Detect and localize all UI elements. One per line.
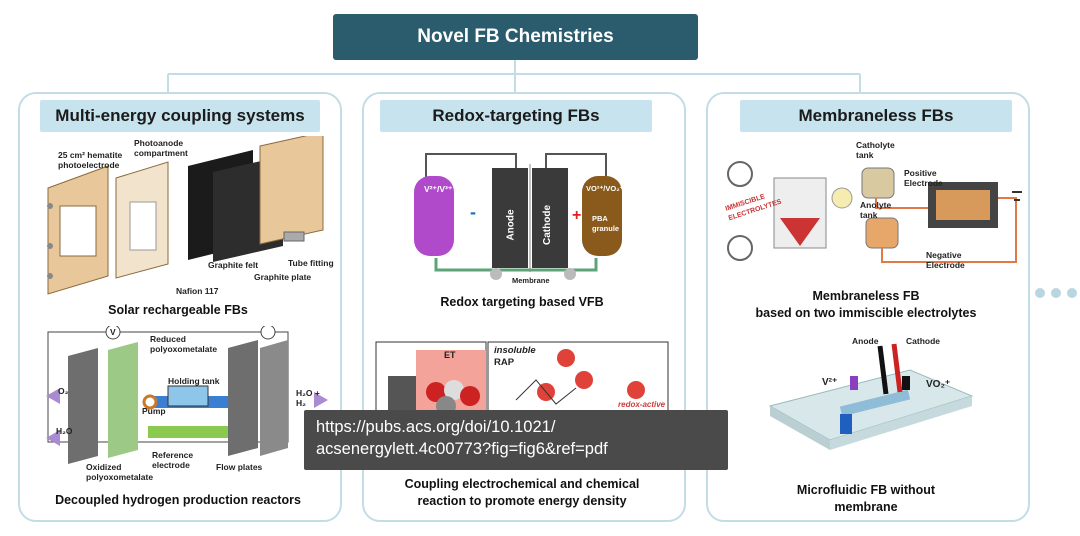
caption-microfluidic-1: Microfluidic FB without — [796, 483, 936, 497]
label-hematite: 25 cm² hematite photoelectrode — [58, 150, 123, 170]
label-v2-micro: V²⁺ — [822, 377, 838, 388]
label-vo2: VO²⁺/VO₂⁺ — [586, 184, 624, 193]
label-nafion: Nafion 117 — [176, 286, 219, 296]
label-insoluble: insoluble — [494, 345, 536, 356]
caption-coupling-2: reaction to promote energy density — [417, 494, 627, 508]
label-h2o-left: H₂O — [56, 426, 73, 436]
caption-redox-vfb: Redox targeting based VFB — [440, 295, 604, 309]
label-vo2-micro: VO₂⁺ — [926, 379, 951, 390]
caption-microfluidic-2: membrane — [834, 500, 898, 514]
label-rap: RAP — [494, 357, 515, 368]
label-cathode-micro: Cathode — [906, 336, 940, 346]
label-reference-electrode: Reference electrode — [152, 450, 194, 470]
label-anode-vfb: Anode — [505, 209, 517, 241]
label-cathode-vfb: Cathode — [542, 205, 553, 245]
url-tooltip: https://pubs.acs.org/doi/10.1021/ acsene… — [304, 410, 728, 470]
panel-heading-membraneless: Membraneless FBs — [740, 100, 1012, 132]
panel-membraneless — [706, 92, 1030, 522]
caption-hydrogen-reactors: Decoupled hydrogen production reactors — [55, 493, 301, 507]
svg-text:-: - — [470, 202, 476, 222]
main-title: Novel FB Chemistries — [333, 14, 698, 60]
label-redox-active: redox-active — [618, 400, 666, 409]
membraneless-fb-illustration — [727, 161, 1022, 263]
more-dots-indicator — [1035, 288, 1077, 298]
tooltip-line-1: https://pubs.acs.org/doi/10.1021/ — [316, 418, 556, 436]
label-pump: Pump — [142, 406, 166, 416]
label-graphite-felt: Graphite felt — [208, 260, 259, 270]
tooltip-line-2: acsenergylett.4c00773?fig=fig6&ref=pdf — [316, 440, 608, 458]
label-reduced-pom: Reduced polyoxometalate — [150, 334, 218, 354]
label-voltmeter-left: V — [110, 327, 116, 337]
microfluidic-fb-illustration — [768, 343, 974, 450]
label-v2v3: V²⁺/V³⁺ — [424, 184, 453, 194]
panel-heading-redox-targeting: Redox-targeting FBs — [380, 100, 652, 132]
caption-membraneless-2: based on two immiscible electrolytes — [755, 306, 977, 320]
label-h2o-h2: H₂O + H₂ — [296, 388, 320, 408]
dot — [1035, 288, 1045, 298]
panel-heading-multi-energy: Multi-energy coupling systems — [40, 100, 320, 132]
label-pba-granule: PBA granule — [592, 214, 620, 233]
label-catholyte-tank: Catholyte tank — [856, 140, 895, 160]
label-membrane: Membrane — [512, 276, 550, 285]
label-holding-tank: Holding tank — [168, 376, 220, 386]
label-graphite-plate: Graphite plate — [254, 272, 312, 282]
label-et: ET — [444, 350, 456, 360]
connector-lines — [167, 60, 861, 93]
label-oxidized-pom: Oxidized polyoxometalate — [86, 462, 154, 482]
redox-vfb-illustration: - + — [414, 153, 622, 280]
label-photoanode: Photoanode compartment — [134, 138, 188, 158]
label-positive-electrode: Positive Electrode — [904, 168, 943, 188]
label-anolyte-tank: Anolyte tank — [860, 200, 892, 220]
hydrogen-reactor-illustration — [46, 326, 328, 464]
label-tube-fitting: Tube fitting — [288, 258, 334, 268]
label-o2: O₂ — [58, 386, 69, 396]
caption-coupling-1: Coupling electrochemical and chemical — [404, 477, 640, 491]
label-flow-plates: Flow plates — [216, 462, 263, 472]
caption-membraneless-1: Membraneless FB — [812, 289, 920, 303]
label-anode-micro: Anode — [852, 336, 879, 346]
label-negative-electrode: Negative Electrode — [926, 250, 965, 270]
solar-fb-illustration — [47, 136, 324, 295]
caption-solar-fb: Solar rechargeable FBs — [108, 303, 248, 317]
svg-text:+: + — [572, 207, 581, 224]
dot — [1067, 288, 1077, 298]
dot — [1051, 288, 1061, 298]
